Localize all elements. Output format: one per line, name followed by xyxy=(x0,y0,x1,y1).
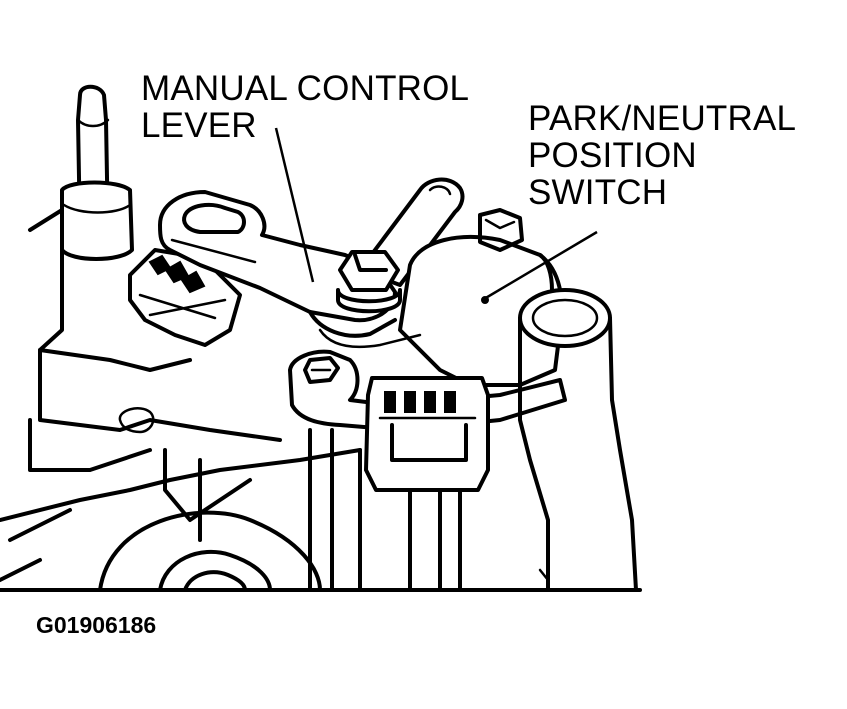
mounting-bracket xyxy=(288,328,567,432)
switch-leader-line xyxy=(483,230,598,301)
figure-id: G01906186 xyxy=(36,612,157,638)
pin-shaft xyxy=(60,84,134,261)
switch-connector xyxy=(364,376,490,492)
left-connector xyxy=(128,248,242,347)
lever-leader-line xyxy=(274,127,315,283)
callout-park-neutral-switch: PARK/NEUTRAL POSITION SWITCH xyxy=(528,100,796,211)
callout-park-neutral-switch-line-1: PARK/NEUTRAL xyxy=(528,99,797,138)
callout-manual-control-lever-line-2: LEVER xyxy=(141,106,257,145)
vertical-pipe xyxy=(518,288,638,592)
callout-manual-control-lever-line-1: MANUAL CONTROL xyxy=(141,69,470,108)
transmission-case xyxy=(0,208,642,592)
callout-manual-control-lever: MANUAL CONTROL LEVER xyxy=(141,70,469,144)
callout-park-neutral-switch-line-3: SWITCH xyxy=(528,173,668,212)
callout-park-neutral-switch-line-2: POSITION xyxy=(528,136,697,175)
lever-nut xyxy=(336,250,402,314)
